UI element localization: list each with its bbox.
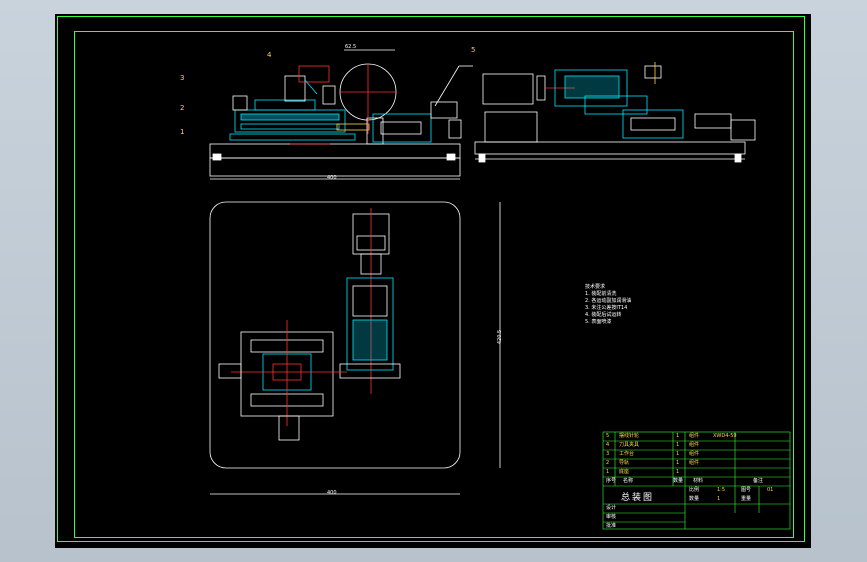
tech-note-title: 技术要求 xyxy=(585,284,606,290)
part-tag-3: 3 xyxy=(180,74,185,82)
tech-note: 3. 未注公差按IT14 xyxy=(585,305,628,311)
bom-row: 4 刀具夹具 1 组件 xyxy=(606,442,700,448)
tech-note: 1. 装配前清洗 xyxy=(585,291,617,297)
cad-drawing xyxy=(209,49,791,530)
drawing-border-inner xyxy=(74,31,794,538)
tech-note: 5. 表面喷漆 xyxy=(585,319,612,325)
sign-row: 审核 xyxy=(606,514,617,520)
tech-note: 2. 各运动副加润滑油 xyxy=(585,298,632,304)
bom-row: 2 导轨 1 组件 xyxy=(606,460,700,466)
bom-row: 5 摆线针轮 1 组件 XWD4-59 xyxy=(606,433,737,439)
dim-base-length-label: 400 xyxy=(327,175,337,181)
title-block: 5 摆线针轮 1 组件 XWD4-59 4 刀具夹具 1 组件 3 工作台 1 … xyxy=(603,432,790,529)
qty-row: 数量 1 重量 xyxy=(689,496,752,502)
plan-view xyxy=(209,201,501,495)
part-tag-5: 5 xyxy=(471,46,476,54)
drawing-title: 总装图 xyxy=(621,493,655,503)
sign-row: 设计 xyxy=(606,505,617,511)
part-tag-2: 2 xyxy=(180,104,185,112)
scale-row: 比例 1:5 图号 01 xyxy=(689,487,774,493)
drawing-border-outer xyxy=(57,16,805,542)
tech-note: 4. 装配后试运转 xyxy=(585,312,622,318)
dim-plan-width-label: 400 xyxy=(327,490,337,496)
tech-notes: 技术要求 1. 装配前清洗 2. 各运动副加润滑油 3. 未注公差按IT14 4… xyxy=(585,284,631,326)
part-tag-4: 4 xyxy=(267,51,272,59)
dim-top-width: 62.5 xyxy=(345,44,357,50)
title-block-grid xyxy=(602,431,791,530)
bom-row: 3 工作台 1 组件 xyxy=(606,451,700,457)
cad-viewport[interactable]: 4 3 2 1 5 62.5 400 400 420.5 技术要求 1. 装配前… xyxy=(55,14,811,548)
dim-plan-height: 420.5 xyxy=(497,329,504,345)
bom-header: 序号 名称 数量 材料 备注 xyxy=(606,478,764,484)
part-tag-1: 1 xyxy=(180,128,185,136)
side-view xyxy=(474,62,756,163)
sign-row: 批准 xyxy=(606,523,617,529)
bom-row: 1 底座 1 xyxy=(606,469,680,475)
front-view xyxy=(209,49,473,180)
